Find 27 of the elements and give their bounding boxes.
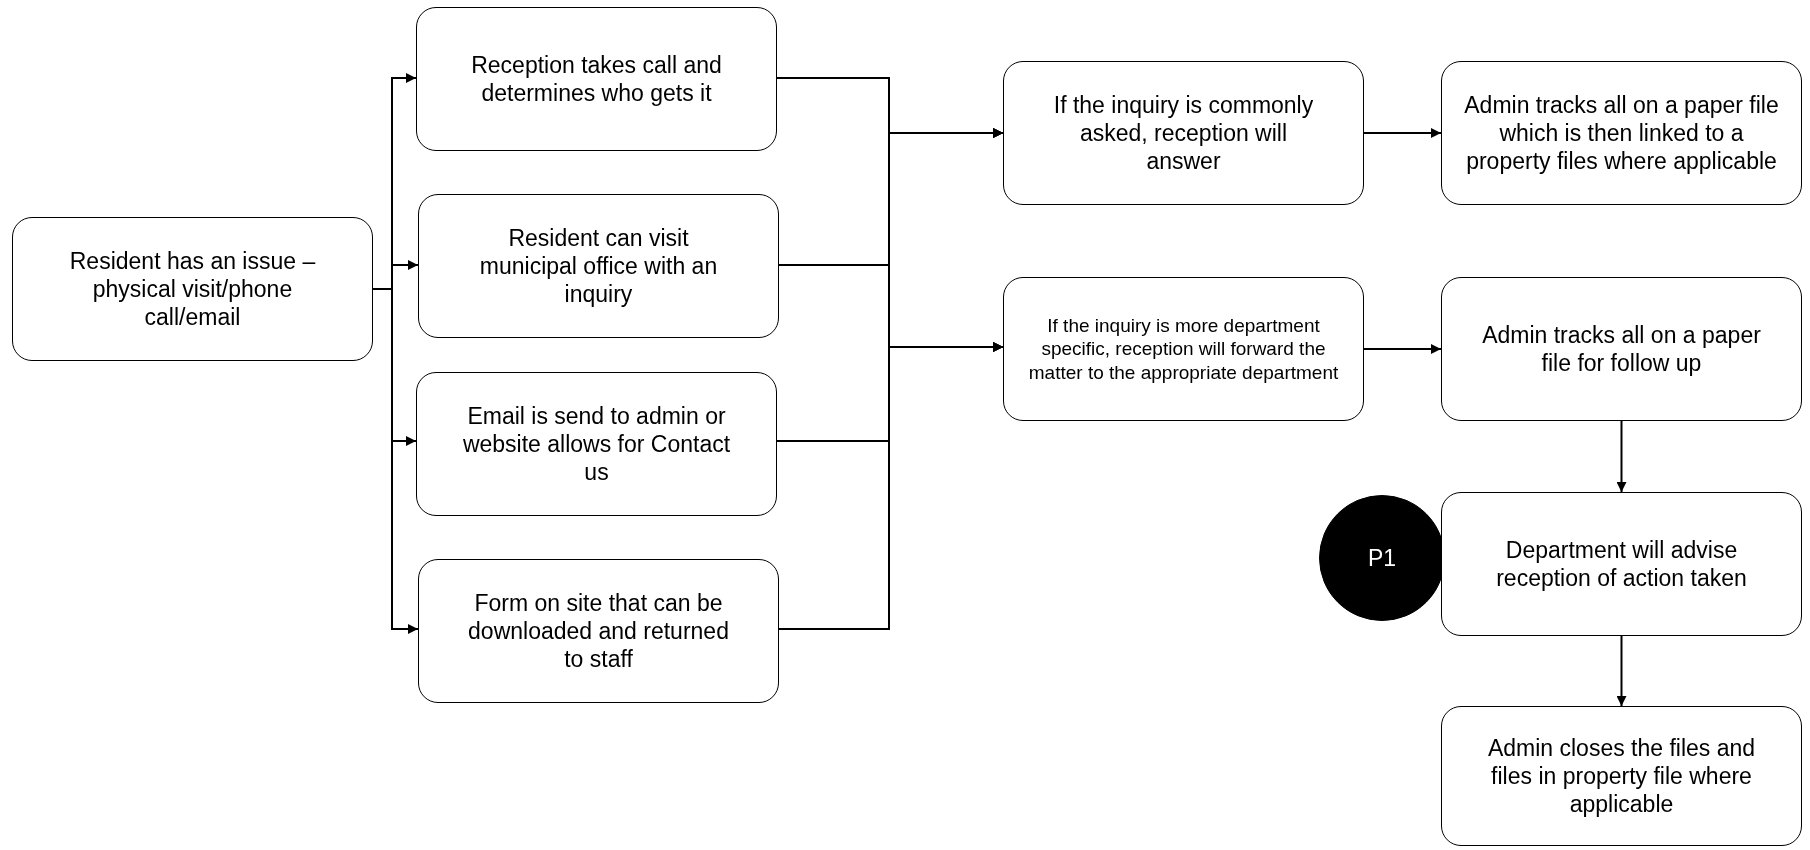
box-text: Resident has an issue – physical visit/phone call/email xyxy=(68,246,317,332)
arrow xyxy=(1363,344,1442,354)
process-box xyxy=(1441,277,1802,421)
box-text: Admin closes the files and files in property file where applicable xyxy=(1486,733,1757,819)
box-text: If the inquiry is more department specific, reception will forward the matter to the appropriate department xyxy=(1027,314,1340,384)
box-text: P1 xyxy=(1367,543,1397,572)
arrow xyxy=(1616,420,1627,493)
process-box xyxy=(416,372,777,516)
box-text: Reception takes call and determines who gets it xyxy=(470,50,723,108)
process-box xyxy=(416,7,777,151)
process-box xyxy=(1003,277,1364,421)
box-text: Admin tracks all on a paper file for follow up xyxy=(1481,320,1762,378)
process-box xyxy=(1441,61,1802,205)
box-text: Admin tracks all on a paper file which is then linked to a property files where applicable xyxy=(1463,90,1780,176)
process-box xyxy=(1441,492,1802,636)
process-box xyxy=(418,194,779,338)
process-box xyxy=(12,217,373,361)
process-box xyxy=(1003,61,1364,205)
box-text: Form on site that can be downloaded and returned to staff xyxy=(467,588,730,674)
box-text: Resident can visit municipal office with an inquiry xyxy=(478,223,719,309)
process-box xyxy=(1441,706,1802,846)
arrow xyxy=(1616,635,1627,707)
box-text: If the inquiry is commonly asked, reception will answer xyxy=(1052,90,1315,176)
arrow xyxy=(1363,128,1442,138)
box-text: Email is send to admin or website allows for Contact us xyxy=(461,401,732,487)
process-box xyxy=(418,559,779,703)
box-text: Department will advise reception of action taken xyxy=(1495,535,1748,593)
